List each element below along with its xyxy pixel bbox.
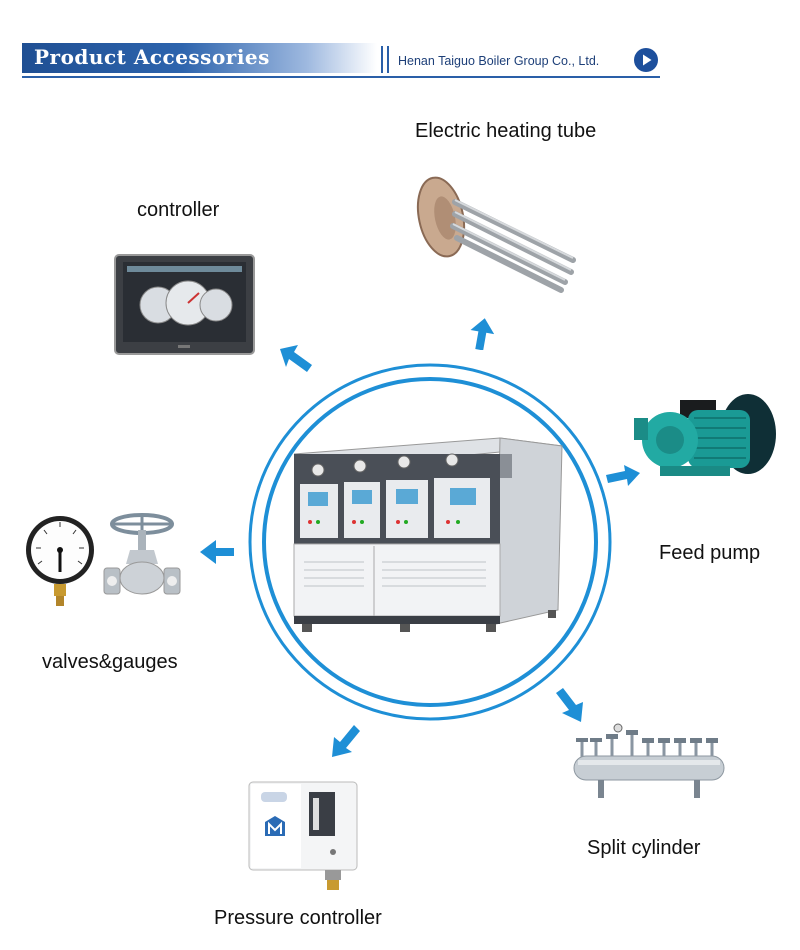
boiler-ring (248, 363, 612, 721)
header-divider (381, 46, 383, 73)
play-icon[interactable] (633, 47, 659, 73)
header-underline (22, 76, 660, 78)
label-valves-gauges: valves&gauges (42, 651, 178, 673)
header-divider (387, 46, 389, 73)
page-title: Product Accessories (34, 45, 270, 69)
label-controller: controller (137, 199, 220, 221)
arrow-left-icon (200, 540, 234, 564)
label-heating-tube: Electric heating tube (415, 120, 597, 142)
heating-tube-image (416, 176, 576, 293)
boiler-image (293, 437, 563, 632)
globe-valve-image (103, 513, 181, 595)
arrow-down-left-icon (332, 725, 360, 757)
arrow-right-icon (606, 465, 640, 486)
company-name: Henan Taiguo Boiler Group Co., Ltd. (398, 54, 600, 68)
header-bar (22, 43, 377, 73)
pressure-gauge-image (26, 516, 94, 606)
label-feed-pump: Feed pump (659, 542, 761, 564)
label-pressure-controller: Pressure controller (214, 907, 382, 929)
pressure-controller-image (248, 781, 358, 890)
touchscreen-controller-image (114, 254, 255, 355)
label-split-cylinder: Split cylinder (587, 837, 701, 859)
split-cylinder-image (573, 723, 725, 798)
arrow-down-right-icon (556, 688, 583, 722)
feed-pump-image (634, 394, 776, 476)
arrow-up-left-icon (280, 345, 312, 372)
arrow-up-icon (470, 318, 494, 350)
